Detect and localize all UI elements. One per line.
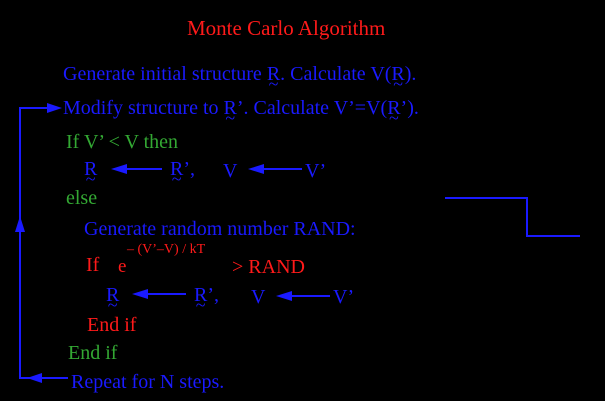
r-letter: R [84,158,98,180]
assign2-r: R~ [106,284,120,314]
r-letter: R [223,97,237,119]
arrow4-head [276,291,292,301]
if-energy-lower: If V’ < V then [66,131,179,153]
step-modify-structure: Modify structure to R~’. Calculate V’=V(… [63,97,419,127]
tilde-mark: ~ [107,295,118,315]
exponent-expression: – (V’–V) / kT [127,242,206,257]
compare-rand: > RAND [232,256,305,278]
step-generate-text-c: ). [404,63,417,85]
structure-symbol-r: R~ [391,63,405,93]
arrow2-head [248,164,264,174]
tilde-mark: ~ [85,169,96,189]
step-modify-text-a: Modify structure to [63,97,224,119]
assign1-r-prime: R~’, [170,158,196,188]
r-letter: R [106,284,120,306]
r-letter: R [391,63,405,85]
assign1-r: R~ [84,158,98,188]
step-generate-text-b: . Calculate V( [280,63,392,85]
loop-arrowhead-right [47,103,62,113]
tilde-mark: ~ [268,74,279,94]
assign1-v: V [223,160,238,182]
step-generate-text-a: Generate initial structure [63,63,267,85]
tilde-mark: ~ [225,108,236,128]
arrow1-head [111,164,127,174]
assign2-v: V [251,286,266,308]
loop-arrowhead-up [15,216,25,232]
exponential-base: e [118,256,127,277]
r-letter: R [387,97,401,119]
r-letter: R [170,158,184,180]
repeat-step: Repeat for N steps. [71,371,225,393]
end-if-outer: End if [68,342,118,364]
structure-symbol-r: R~ [223,97,237,127]
assign2-v-prime: V’ [333,286,355,308]
r-letter: R [194,284,208,306]
assign2-r-prime: R~’, [194,284,220,314]
else-label: else [66,187,98,209]
step-modify-text-b: ’. Calculate V’=V( [236,97,388,119]
arrow3-head [132,289,148,299]
structure-symbol-r: R~ [387,97,401,127]
structure-symbol-r: R~ [266,63,281,93]
end-if-inner: End if [87,314,137,336]
tilde-mark: ~ [195,295,206,315]
tilde-mark: ~ [171,169,182,189]
tilde-mark: ~ [393,74,403,94]
step-function-line [445,197,580,237]
generate-random-step: Generate random number RAND: [84,218,356,240]
prime-comma: ’, [183,158,196,180]
loop-arrowhead-left [27,373,42,383]
assign1-v-prime: V’ [305,160,327,182]
prime-comma: ’, [207,284,220,306]
step-generate-initial: Generate initial structure R~. Calculate… [63,63,417,93]
diagram-title: Monte Carlo Algorithm [187,16,386,40]
tilde-mark: ~ [388,108,399,128]
if-metropolis-label: If [86,254,100,276]
r-letter: R [266,63,281,85]
step-modify-text-c: ’). [400,97,419,119]
loop-line [19,107,68,379]
